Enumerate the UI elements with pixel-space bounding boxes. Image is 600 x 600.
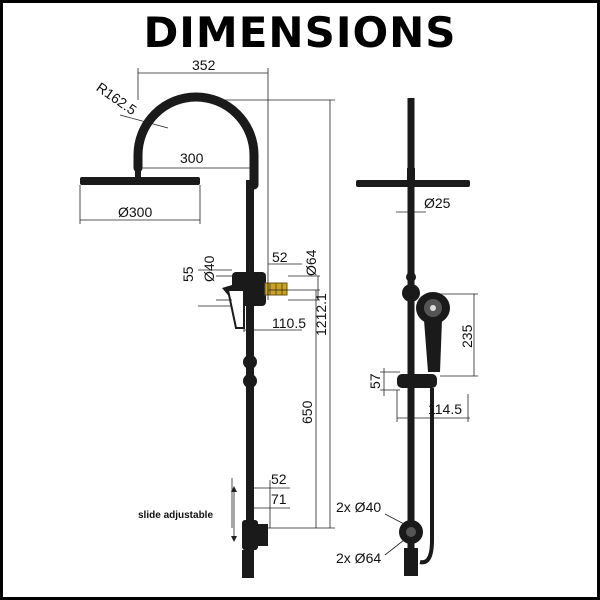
front-view: 352 R162.5 300 Ø300 Ø40 55 52 Ø64 110.5 … (79, 57, 335, 578)
base-elbow (242, 520, 268, 578)
dim-bracket-depth: 114.5 (428, 401, 462, 417)
side-shower-head (356, 180, 470, 187)
dim-mixer-flange: Ø64 (303, 249, 319, 276)
dim-bracket-height: 57 (367, 373, 383, 389)
dim-width: 352 (192, 57, 216, 73)
dim-mixer-depth: 110.5 (272, 315, 306, 331)
dim-overall-height: 1212.1 (313, 293, 329, 336)
dim-mixer-offset: 52 (272, 249, 288, 265)
side-view: Ø25 235 57 114.5 2x Ø40 2x Ø64 (336, 98, 478, 576)
dim-riser-diameter: Ø25 (424, 195, 451, 211)
dim-fitting-diameter: 2x Ø40 (336, 499, 381, 515)
hose (419, 388, 434, 565)
dim-handset-height: 235 (459, 324, 475, 348)
dim-radius: R162.5 (94, 79, 140, 118)
shower-head (80, 177, 200, 185)
gooseneck-arm (133, 92, 259, 190)
dim-arm-reach: 300 (180, 150, 204, 166)
dim-base-offset: 52 (271, 471, 287, 487)
hand-shower (416, 292, 450, 372)
dim-head-diameter: Ø300 (118, 204, 152, 220)
slide-bracket (397, 374, 437, 388)
dim-mixer-to-base: 650 (299, 400, 315, 424)
dim-flange-diameter: 2x Ø64 (336, 550, 381, 566)
dim-mixer-body: Ø40 (201, 255, 217, 282)
page-title: DIMENSIONS (143, 8, 457, 57)
mixer-body (222, 272, 288, 329)
slide-adjustable-note: slide adjustable (138, 510, 213, 521)
dim-mixer-height: 55 (180, 266, 196, 282)
dim-base-depth: 71 (271, 491, 287, 507)
